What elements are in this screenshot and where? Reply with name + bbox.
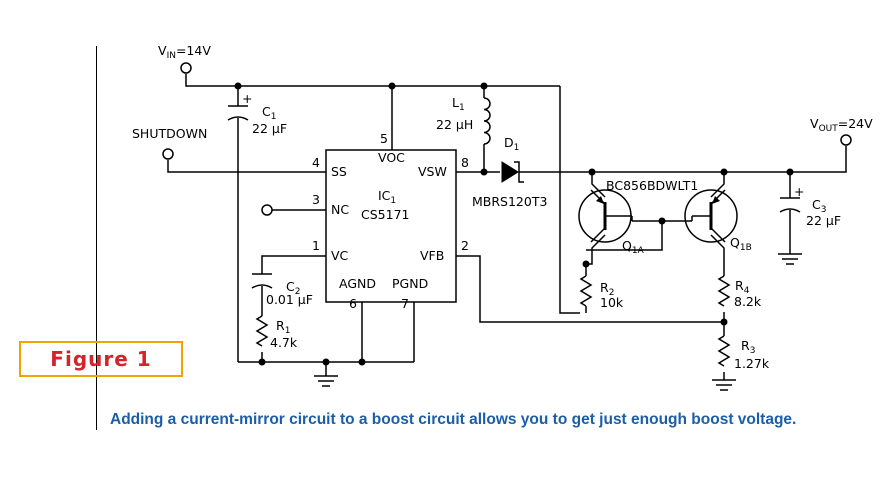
junction-dot <box>786 168 794 176</box>
pin-number-vsw: 8 <box>461 155 469 170</box>
q1a-label: Q1A <box>622 238 645 256</box>
pin-number-ss: 4 <box>312 155 320 170</box>
transistor-q1a-symbol <box>578 189 633 243</box>
c3-name: C3 <box>812 197 826 215</box>
shutdown-label: SHUTDOWN <box>132 126 207 141</box>
vout-rail <box>528 146 847 173</box>
ic1-pin-vsw: VSW <box>418 164 447 179</box>
q1b-collector-wire <box>710 234 725 276</box>
r1-value: 4.7k <box>270 335 298 350</box>
q1b-label: Q1B <box>730 235 752 253</box>
q1a-diode-tie-wire <box>586 221 663 251</box>
junction-dot <box>480 168 488 176</box>
shutdown-terminal <box>162 148 174 160</box>
r1-name: R1 <box>276 318 290 336</box>
r2-value: 10k <box>600 295 624 310</box>
shutdown-wire <box>167 160 326 173</box>
pin-number-vc: 1 <box>312 238 320 253</box>
junction-dot <box>480 82 488 90</box>
r4-value: 8.2k <box>734 294 762 309</box>
vin-terminal <box>180 62 192 74</box>
figure-caption: Adding a current-mirror circuit to a boo… <box>110 411 797 428</box>
diode-d1-symbol <box>501 161 528 183</box>
vin-label: VIN=14V <box>158 43 211 61</box>
l1-value: 22 µH <box>436 117 473 132</box>
q1b-emitter-wire <box>710 172 725 198</box>
resistor-r3-symbol <box>717 335 731 367</box>
pin-number-voc: 5 <box>380 131 388 146</box>
junction-dot <box>388 82 396 90</box>
boost-circuit-schematic: VIN=14V VOUT=24V SHUTDOWN + C1 22 µF L1 … <box>132 43 873 391</box>
junction-dot <box>322 358 330 366</box>
pin-number-nc: 3 <box>312 192 320 207</box>
c3-value: 22 µF <box>806 213 841 228</box>
r3-value: 1.27k <box>734 356 770 371</box>
q-part-label: BC856BDWLT1 <box>606 178 698 193</box>
ic1-pin-voc: VOC <box>378 150 405 165</box>
junction-dot <box>720 168 728 176</box>
vout-terminal <box>840 134 852 146</box>
ground-symbol-main <box>314 375 338 387</box>
c1-name: C1 <box>262 104 276 122</box>
ground-symbol-r3 <box>712 379 736 391</box>
c2-value: 0.01 µF <box>266 292 313 307</box>
c2-name: C2 <box>286 279 300 297</box>
d1-name: D1 <box>504 135 519 153</box>
d1-part: MBRS120T3 <box>472 194 547 209</box>
inductor-l1-symbol <box>483 97 491 145</box>
ic1-pin-pgnd: PGND <box>392 276 428 291</box>
q1a-emitter-wire <box>591 172 606 198</box>
resistor-r4-symbol <box>717 275 731 307</box>
junctions <box>234 82 794 366</box>
ic1-name: IC1 <box>378 188 396 206</box>
r4-name: R4 <box>735 278 750 296</box>
ic1-pin-ss: SS <box>331 164 347 179</box>
vfb-wire <box>456 255 724 323</box>
r2-feed-wire <box>559 86 580 314</box>
junction-dot <box>234 82 242 90</box>
pin-number-pgnd: 7 <box>401 296 409 311</box>
ground-symbol-c3 <box>778 253 802 265</box>
nc-terminal <box>261 204 273 216</box>
ic1-pin-agnd: AGND <box>339 276 376 291</box>
q1a-collector-wire <box>585 234 606 276</box>
c1-symbol <box>227 105 249 121</box>
junction-dot <box>658 217 666 225</box>
r2-name: R2 <box>600 280 614 298</box>
junction-dot <box>358 358 366 366</box>
ic1-pin-nc: NC <box>331 202 349 217</box>
terminals <box>162 62 852 216</box>
transistor-q1b-symbol <box>684 189 738 243</box>
l1-name: L1 <box>452 95 465 113</box>
pin-number-agnd: 6 <box>349 296 357 311</box>
vin-rail <box>185 74 560 87</box>
junction-dot <box>582 260 590 268</box>
c3-plus-sign: + <box>794 184 804 199</box>
vout-label: VOUT=24V <box>810 116 873 134</box>
vc-wire <box>261 255 326 274</box>
figure-label: Figure 1 <box>50 347 152 371</box>
left-margin-rule <box>96 46 97 430</box>
resistor-r2-symbol <box>579 275 593 307</box>
c2-symbol <box>251 273 273 289</box>
junction-dot <box>258 358 266 366</box>
c1-value: 22 µF <box>252 121 287 136</box>
c3-symbol <box>779 197 801 213</box>
ic1-pin-vc: VC <box>331 248 349 263</box>
junction-dot <box>720 318 728 326</box>
r3-name: R3 <box>741 338 755 356</box>
c1-plus-sign: + <box>242 91 252 106</box>
pin-number-vfb: 2 <box>461 238 469 253</box>
figure-label-box: Figure 1 <box>19 341 183 377</box>
ic1-part: CS5171 <box>361 207 409 222</box>
ic1-pin-vfb: VFB <box>420 248 444 263</box>
junction-dot <box>588 168 596 176</box>
ic1-body <box>325 149 457 303</box>
resistor-r1-symbol <box>255 315 269 347</box>
